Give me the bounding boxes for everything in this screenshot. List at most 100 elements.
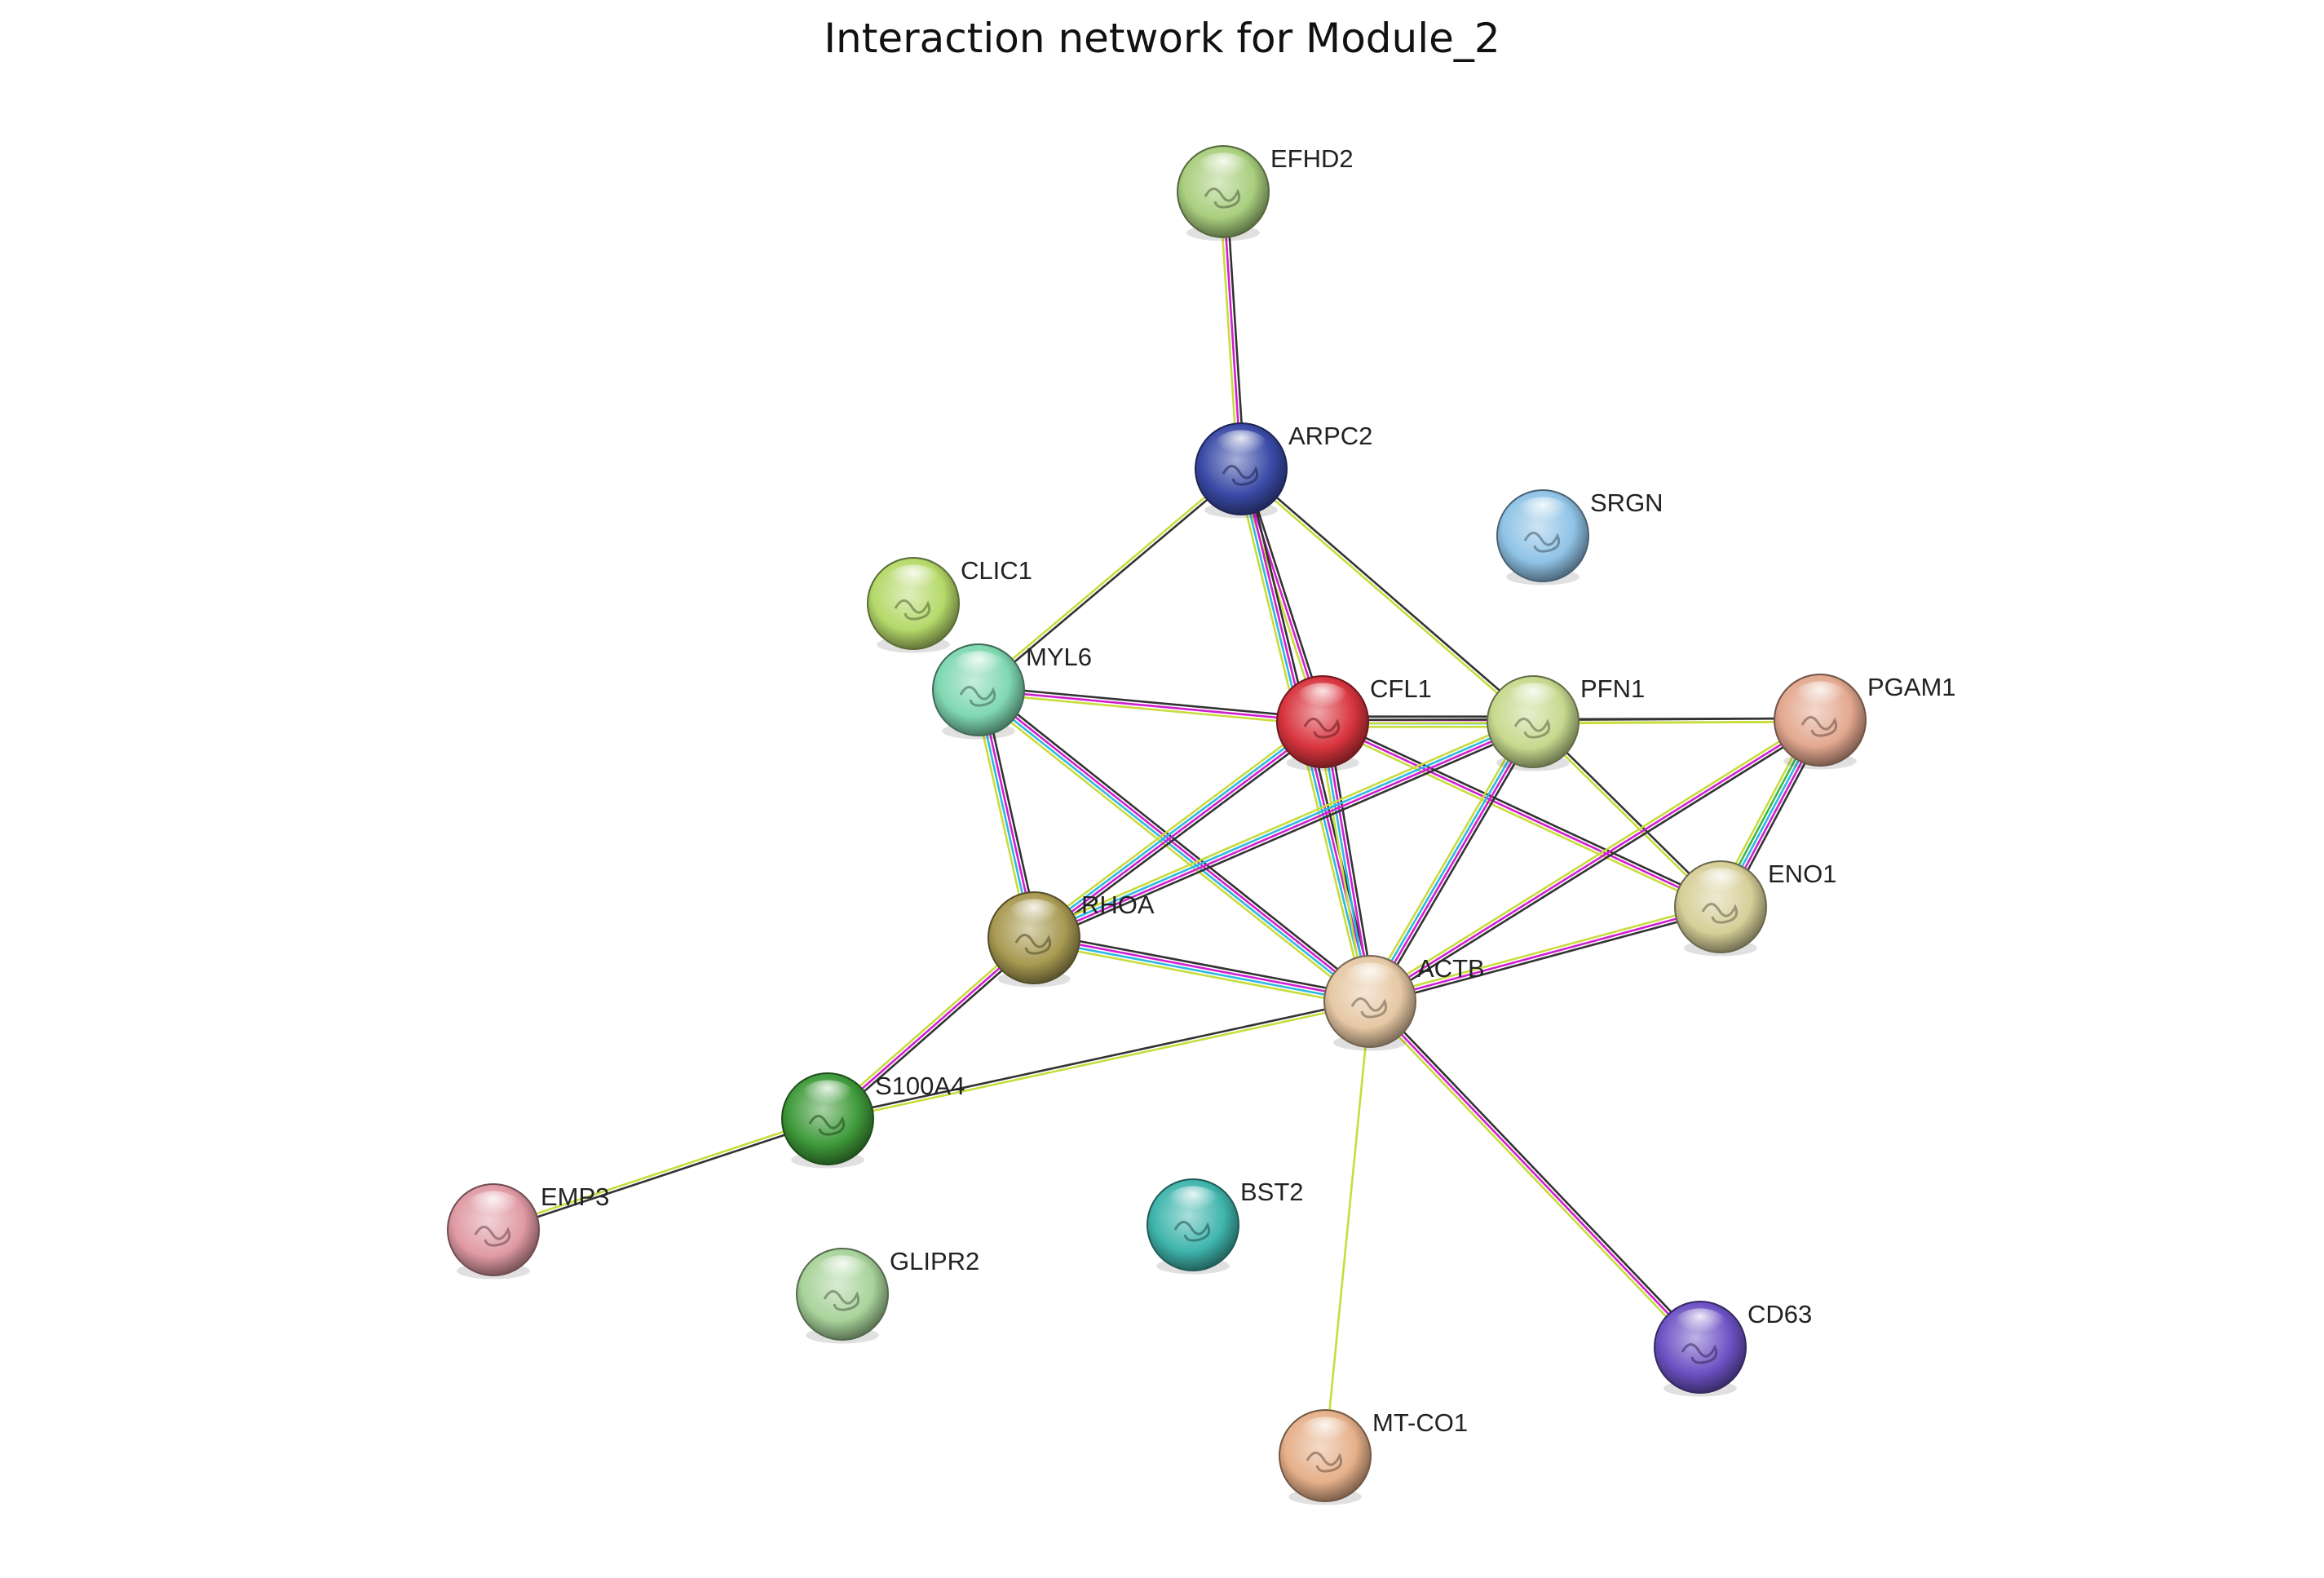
node-emp3[interactable]: EMP3 <box>447 1182 609 1280</box>
node-s100a4[interactable]: S100A4 <box>781 1072 965 1169</box>
edge-strand <box>1031 715 1532 935</box>
node-label: EFHD2 <box>1270 144 1354 173</box>
protein-structure-icon <box>1513 718 1551 739</box>
edge-ENO1-ACTB <box>1367 902 1723 1006</box>
edge-strand <box>977 692 1323 727</box>
edge-strand <box>1032 941 1371 1008</box>
protein-structure-icon <box>1523 532 1561 553</box>
edge-strand <box>1367 716 1820 1000</box>
node-arpc2[interactable]: ARPC2 <box>1195 422 1372 519</box>
protein-structure-icon <box>474 1226 511 1247</box>
node-label: CLIC1 <box>961 556 1032 585</box>
protein-structure-icon <box>1306 1452 1343 1473</box>
node-bst2[interactable]: BST2 <box>1147 1178 1304 1275</box>
edge-strand <box>1316 721 1367 1004</box>
edge-strand <box>1035 725 1536 944</box>
node-label: ACTB <box>1417 954 1485 983</box>
edge-strand <box>1321 720 1722 908</box>
edge-strand <box>977 688 1324 723</box>
edge-strand <box>979 687 1372 1001</box>
edge-CFL1-ENO1 <box>1319 717 1724 912</box>
node-gloss <box>1164 1186 1222 1223</box>
edge-PFN1-PGAM1 <box>1531 717 1822 725</box>
edge-ACTB-MT-CO1 <box>1323 1000 1372 1457</box>
edge-PFN1-ACTB <box>1364 718 1539 1006</box>
edge-PFN1-RHOA <box>1031 715 1536 944</box>
edge-CFL1-RHOA <box>1029 716 1328 944</box>
node-efhd2[interactable]: EFHD2 <box>1177 144 1354 241</box>
edge-strand <box>1029 716 1321 935</box>
protein-structure-icon <box>1303 718 1341 739</box>
node-mt-co1[interactable]: MT-CO1 <box>1279 1408 1468 1505</box>
node-label: RHOA <box>1081 891 1155 919</box>
edge-strand <box>1368 905 1722 1003</box>
edge-strand <box>1323 720 1373 1002</box>
node-label: ARPC2 <box>1288 422 1372 450</box>
edge-strand <box>1323 717 1724 905</box>
edge-strand <box>1366 1002 1699 1351</box>
node-gloss <box>1297 1417 1354 1454</box>
node-rhoa[interactable]: RHOA <box>987 891 1155 988</box>
node-label: MT-CO1 <box>1372 1408 1468 1437</box>
node-gloss <box>1692 868 1749 905</box>
edge-strand <box>1373 723 1539 1006</box>
node-glipr2[interactable]: GLIPR2 <box>796 1247 979 1344</box>
node-clic1[interactable]: CLIC1 <box>867 556 1032 653</box>
protein-structure-icon <box>1800 716 1838 737</box>
edge-strand <box>1032 938 1371 1005</box>
node-srgn[interactable]: SRGN <box>1496 488 1663 586</box>
node-gloss <box>1672 1308 1729 1346</box>
protein-structure-icon <box>959 686 996 707</box>
node-label: MYL6 <box>1026 643 1092 671</box>
node-gloss <box>950 651 1007 688</box>
edge-strand <box>1239 469 1533 724</box>
node-label: SRGN <box>1590 488 1663 517</box>
edge-strand <box>1241 466 1535 722</box>
node-pfn1[interactable]: PFN1 <box>1487 674 1645 771</box>
edge-strand <box>1370 721 1536 1004</box>
edge-strand <box>1364 718 1530 1001</box>
edge-S100A4-ACTB <box>826 998 1372 1122</box>
protein-structure-icon <box>1014 934 1052 955</box>
edge-strand <box>1319 721 1370 1003</box>
edge-strand <box>1033 722 1325 940</box>
protein-structure-icon <box>1173 1221 1211 1242</box>
node-pgam1[interactable]: PGAM1 <box>1774 673 1956 770</box>
node-label: PGAM1 <box>1867 673 1956 701</box>
edge-ARPC2-MYL6 <box>976 466 1244 692</box>
node-actb[interactable]: ACTB <box>1323 954 1485 1051</box>
edge-S100A4-EMP3 <box>492 1116 829 1233</box>
node-label: CD63 <box>1747 1300 1812 1328</box>
node-gloss <box>1792 681 1849 718</box>
node-gloss <box>465 1191 522 1228</box>
edge-strand <box>976 466 1241 690</box>
protein-structure-icon <box>1204 188 1241 209</box>
edge-strand <box>1326 719 1376 1002</box>
node-label: CFL1 <box>1370 674 1432 703</box>
edge-strand <box>1032 719 1323 938</box>
edge-strand <box>1367 719 1533 1002</box>
edge-strand <box>979 469 1244 692</box>
protein-structure-icon <box>894 599 931 621</box>
protein-structure-icon <box>823 1290 860 1311</box>
node-gloss <box>1514 497 1571 534</box>
edge-strand <box>1033 931 1372 998</box>
node-label: BST2 <box>1240 1178 1304 1206</box>
diagram-title: Interaction network for Module_2 <box>824 15 1500 62</box>
edge-strand <box>1531 720 1822 725</box>
node-cd63[interactable]: CD63 <box>1654 1300 1812 1397</box>
protein-structure-icon <box>1350 997 1388 1019</box>
node-label: S100A4 <box>875 1072 965 1100</box>
node-myl6[interactable]: MYL6 <box>932 643 1092 740</box>
node-gloss <box>1504 683 1562 720</box>
node-cfl1[interactable]: CFL1 <box>1276 674 1432 771</box>
node-label: ENO1 <box>1768 860 1836 888</box>
edge-RHOA-ACTB <box>1032 931 1372 1008</box>
edge-strand <box>1368 718 1822 1003</box>
edge-strand <box>974 692 1368 1007</box>
node-gloss <box>1195 152 1252 190</box>
node-gloss <box>1294 683 1351 720</box>
node-eno1[interactable]: ENO1 <box>1674 860 1836 957</box>
node-gloss <box>799 1080 856 1117</box>
